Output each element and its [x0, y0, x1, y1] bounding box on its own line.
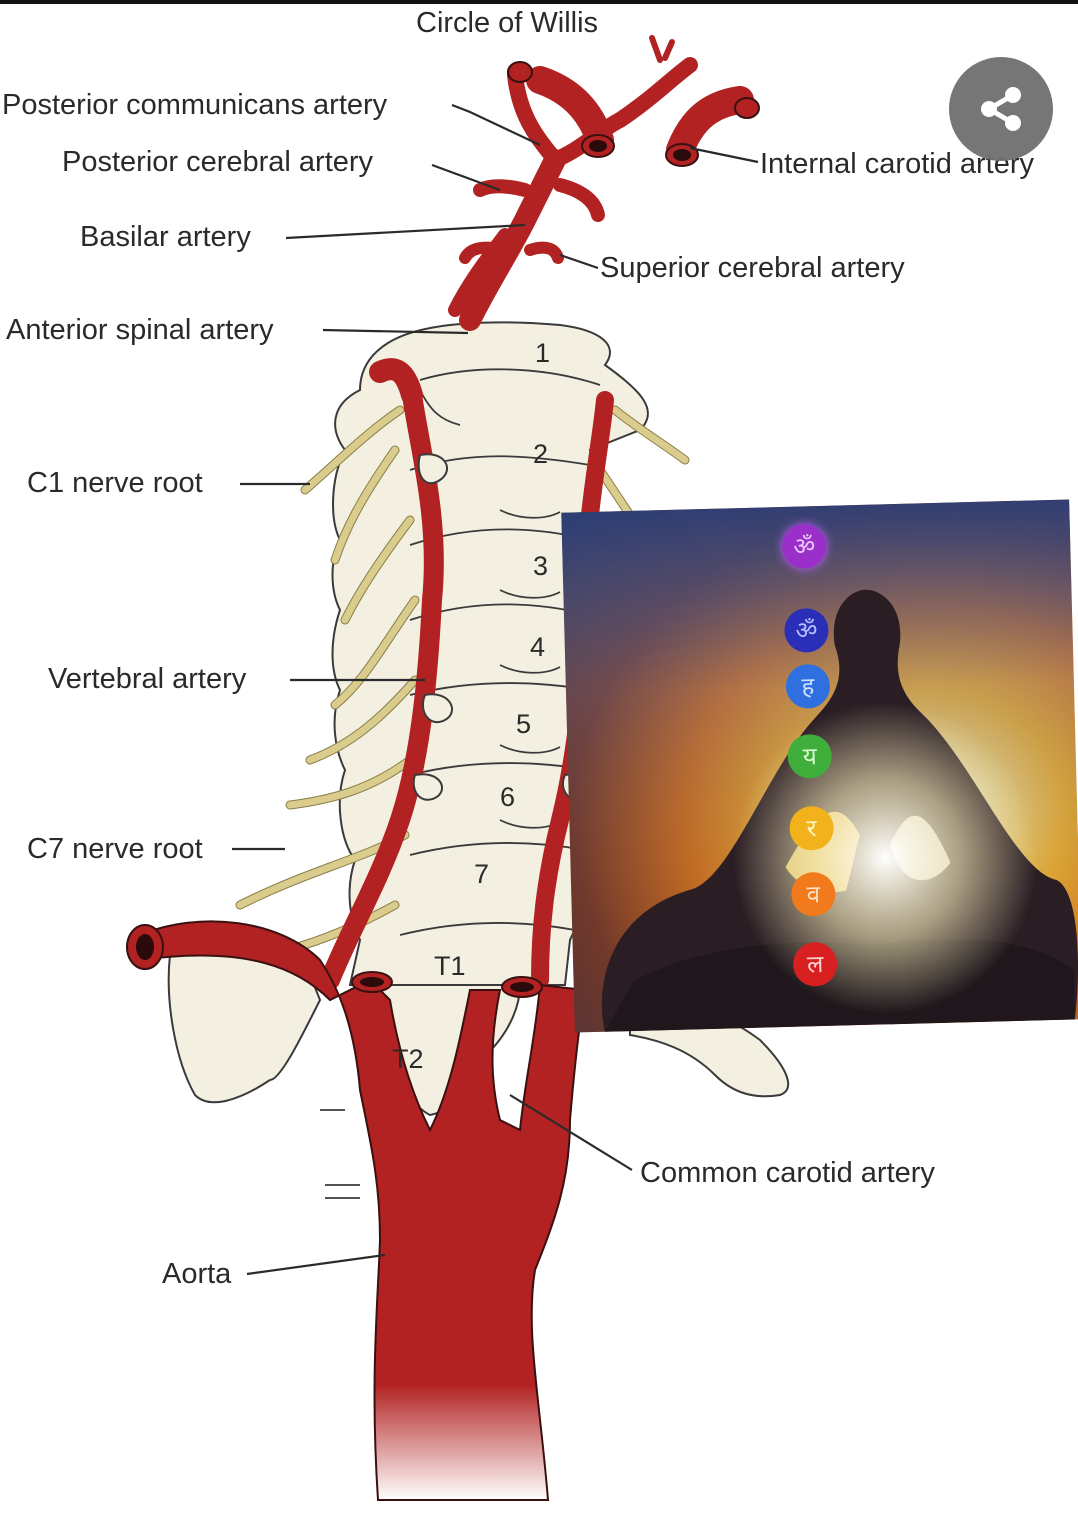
vertebra-label-1: 1	[535, 338, 550, 368]
vertebra-label-2: 2	[533, 439, 548, 469]
share-button[interactable]	[949, 57, 1053, 161]
label-anterior-spinal-artery: Anterior spinal artery	[6, 314, 274, 346]
vertebra-label-t1: T1	[434, 951, 466, 981]
vertebra-label-t2: T2	[392, 1044, 424, 1074]
vertebra-label-4: 4	[530, 632, 545, 662]
label-c7-nerve-root: C7 nerve root	[27, 833, 203, 865]
vertebra-label-7: 7	[474, 859, 489, 889]
vertebra-label-6: 6	[500, 782, 515, 812]
circle-of-willis	[448, 35, 760, 331]
label-aorta: Aorta	[162, 1258, 232, 1290]
chakra-meditation-image: ॐ ॐ ह य र व ल	[561, 499, 1078, 1033]
vertebra-label-5: 5	[516, 709, 531, 739]
label-superior-cerebral-artery: Superior cerebral artery	[600, 252, 905, 284]
heart-chakra-symbol: य	[802, 742, 818, 771]
vertebra-numbers: 1 2 3 4 5 6 7 T1 T2	[392, 338, 550, 1074]
diagram-labels: Circle of Willis Posterior communicans a…	[2, 7, 1035, 1290]
share-icon	[981, 87, 1021, 131]
label-basilar-artery: Basilar artery	[80, 221, 251, 253]
throat-chakra-symbol: ह	[801, 672, 815, 701]
label-posterior-communicans-artery: Posterior communicans artery	[2, 89, 388, 121]
label-common-carotid-artery: Common carotid artery	[640, 1157, 935, 1189]
label-c1-nerve-root: C1 nerve root	[27, 467, 203, 499]
root-chakra-symbol: ल	[806, 950, 824, 979]
label-circle-of-willis: Circle of Willis	[416, 7, 598, 39]
label-vertebral-artery: Vertebral artery	[48, 663, 247, 695]
solar-plexus-chakra-symbol: र	[806, 814, 817, 843]
vertebra-label-3: 3	[533, 551, 548, 581]
crown-chakra-symbol: ॐ	[792, 532, 816, 561]
third-eye-chakra-symbol: ॐ	[795, 616, 818, 645]
leader-lines	[232, 103, 759, 1276]
top-status-bar	[0, 0, 1078, 4]
sacral-chakra-symbol: व	[806, 880, 821, 909]
label-posterior-cerebral-artery: Posterior cerebral artery	[62, 146, 374, 178]
aorta-and-carotids	[126, 920, 587, 1501]
